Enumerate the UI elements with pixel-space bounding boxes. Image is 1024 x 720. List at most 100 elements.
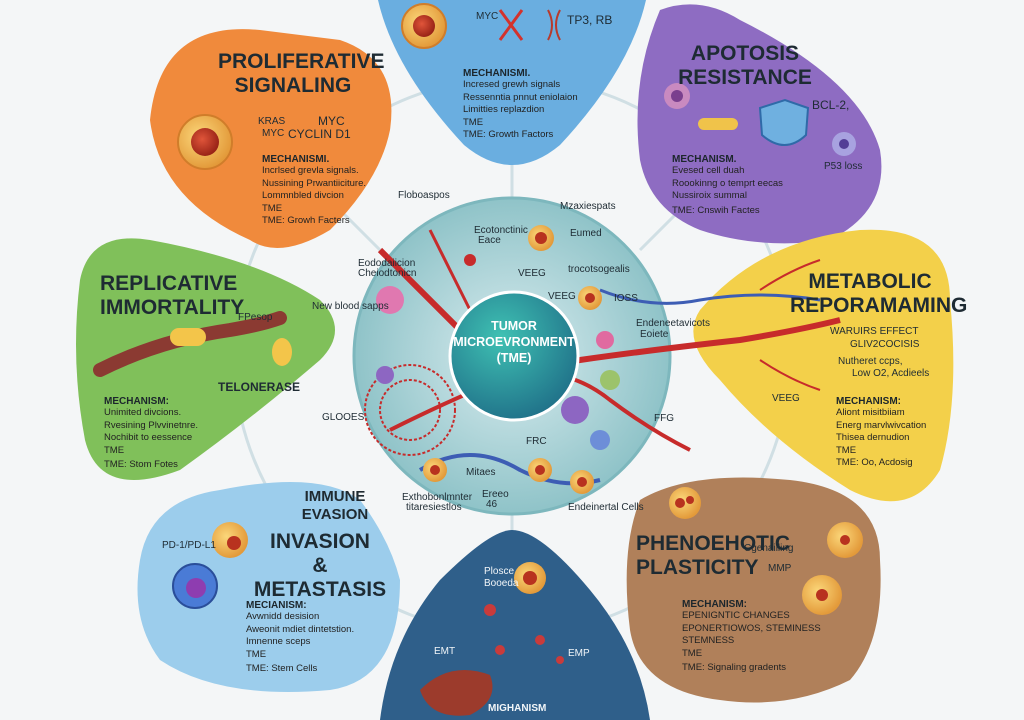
mechanism-line: TME: [104, 444, 125, 456]
mechanism-line: Nussiroix summal: [672, 190, 747, 201]
apoptosis-title: APOTOSIS RESISTANCE: [670, 42, 820, 90]
replicative-mechanism: MECHANISM: Unimited divcions. Rvesining …: [104, 394, 244, 472]
mechanism-line: Limitties replazdion: [463, 104, 545, 115]
mechanism-line: Rvesining Plvvinetnre.: [104, 419, 198, 431]
telomere-label: FPesop: [238, 312, 273, 323]
tme-label: 46: [486, 499, 498, 510]
bottom-mechanism-heading: MIGHANISM: [488, 703, 547, 714]
petal-title-line: PROLIFERATIVE: [218, 50, 385, 73]
petal-title-line: METABOLIC: [808, 270, 932, 293]
mechanism-line: Thisea dernudion: [836, 432, 910, 443]
immune-label: PD-1/PD-L1: [162, 540, 216, 551]
mechanism-line: TME: Growth Factors: [463, 129, 554, 140]
tme-label: VEEG: [548, 291, 576, 302]
mechanism-line: EPENIGNTIC CHANGES: [682, 610, 790, 621]
tme-label: FFG: [654, 413, 674, 424]
petal-title-line: EVASION: [301, 506, 369, 523]
gene-label: MYC: [318, 114, 345, 128]
bottom-label: EMP: [568, 648, 590, 659]
gene-label: TP3, RB: [567, 13, 613, 27]
mechanism-line: Roookinng o temprt eecas: [672, 177, 783, 189]
bottom-label: EMT: [434, 646, 456, 657]
petal-title-line: APOTOSIS: [690, 42, 800, 65]
proliferative-petal: [150, 29, 392, 248]
metabolic-petal: [693, 229, 954, 502]
gene-label: BCL-2,: [812, 98, 850, 112]
mechanism-line: Ressenntia pnnut eniolaion: [463, 91, 578, 103]
mechanism-line: Energ marvlwivcation: [836, 419, 927, 431]
phenotypic-petal: [626, 477, 881, 703]
phenotypic-label: Cgenailling: [744, 543, 794, 554]
bottom-petal-icons: [420, 562, 564, 716]
tme-label: titaresiestlos: [406, 502, 462, 513]
metabolic-label: GLIV2COCISIS: [850, 339, 920, 350]
telomerase-label: TELONERASE: [218, 380, 301, 394]
petal-title-line: & METASTASIS: [253, 554, 387, 601]
tme-label: GLOOES: [322, 412, 365, 423]
proliferative-mechanism: MECHANISMI. Incrlsed grevla signals. Nus…: [262, 152, 397, 228]
petal-title-line: REPLICATIVE: [100, 272, 238, 295]
tme-label: Exthobonlmnter: [402, 492, 473, 503]
phenotypic-mechanism: MECHANISM: EPENIGNTIC CHANGES EPONERTIOW…: [682, 597, 832, 675]
replicative-petal: [76, 238, 335, 480]
gene-label: CYCLIN D1: [288, 127, 351, 141]
mechanism-line: EPONERTIOWOS, STEMINESS: [682, 622, 821, 634]
top-petal-cell-icon: [401, 3, 561, 49]
mechanism-heading: MECHANISMI.: [463, 68, 531, 79]
mechanism-heading: MECHANISM.: [672, 154, 737, 165]
proliferative-cell-icon: [177, 114, 233, 170]
mechanism-line: TME: [836, 444, 857, 456]
mechanism-line: Aliont misitbiiam: [836, 407, 905, 418]
petal-title-line: SIGNALING: [234, 74, 352, 97]
gene-label: MYC: [262, 128, 285, 139]
apoptosis-petal: [637, 4, 882, 244]
immune-title: IMMUNE EVASION: [290, 488, 380, 524]
metabolic-title: METABOLIC REPORAMAMING: [790, 270, 967, 318]
tme-label: FRC: [526, 436, 547, 447]
top-petal-mechanism: MECHANISMI. Incresed grewh signals Resse…: [463, 66, 613, 142]
mechanism-line: Nussining Prwantiiciture.: [262, 177, 367, 189]
proliferative-title: PROLIFERATIVE SIGNALING: [218, 50, 385, 98]
bottom-label: Plosce: [484, 566, 515, 577]
mechanism-line: Incresed grewh signals: [463, 79, 561, 90]
apoptosis-mechanism: MECHANISM. Evesed cell duah Roookinng o …: [672, 152, 822, 217]
mechanism-line: TME: [246, 648, 267, 660]
tme-label: Ereeo: [482, 489, 509, 500]
tme-title-line: TUMOR: [491, 319, 537, 333]
metabolic-label: Low O2, Acdieels: [852, 368, 930, 379]
gene-label: P53 loss: [824, 161, 863, 172]
mechanism-line: TME: [262, 202, 283, 214]
metabolic-label: WARUIRS EFFECT: [830, 326, 919, 337]
mechanism-heading: MECHANISM:: [836, 396, 901, 407]
mechanism-line: Lommnbled divcion: [262, 190, 344, 201]
phenotypic-title: PHENOEHOTIC PLASTICITY: [636, 532, 790, 580]
tme-title-line: MICROEVRONMENT: [453, 335, 575, 349]
tme-center-circle: [448, 290, 580, 422]
petal-title-line: INVASION: [270, 530, 370, 553]
mechanism-line: TME: Cnswih Factes: [672, 204, 760, 216]
tme-label: VEEG: [518, 268, 546, 279]
tme-label: Mitaes: [466, 467, 496, 478]
mechanism-heading: MECIANISM:: [246, 600, 307, 611]
mechanism-line: TME: [463, 116, 484, 128]
tme-label: IOSS: [614, 293, 638, 304]
tme-label: Eace: [478, 235, 501, 246]
immune-mechanism: MECIANISM: Avwnidd desision Aweonit mdie…: [246, 598, 386, 676]
petal-title-line: IMMUNE: [304, 488, 366, 505]
tme-label: Ecotonctinic: [474, 225, 528, 236]
phenotypic-label: MMP: [768, 563, 792, 574]
metabolic-label: VEEG: [772, 393, 800, 404]
mechanism-line: Avwnidd desision: [246, 611, 320, 622]
metabolic-label: Nutheret ccps,: [838, 356, 903, 367]
gene-label: KRAS: [258, 116, 286, 127]
metabolic-mechanism: MECHANISM: Aliont misitbiiam Energ marvl…: [836, 394, 946, 470]
invasion-title: INVASION & METASTASIS: [250, 530, 390, 602]
bottom-label: Booeda: [484, 578, 519, 589]
telomere-icon: [93, 311, 292, 377]
tme-label: Eoiete: [640, 329, 669, 340]
mechanism-line: TME: Oo, Acdosig: [836, 457, 913, 468]
tme-label: Cheiodtonicn: [358, 268, 417, 279]
mechanism-heading: MECHANISMI.: [262, 154, 330, 165]
